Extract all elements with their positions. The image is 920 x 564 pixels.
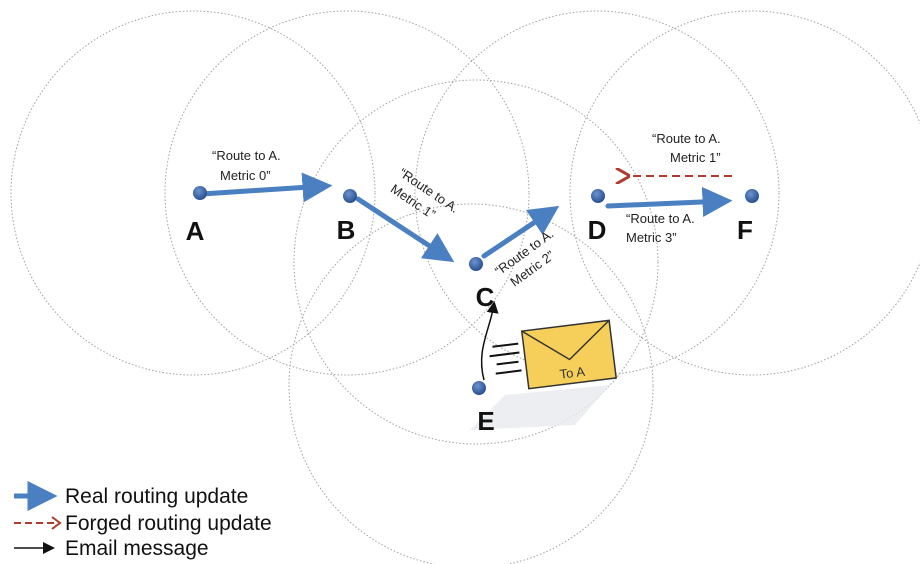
arrow-a-to-b (199, 172, 333, 203)
edge-label-a-to-b: “Route to A. Metric 0” (212, 148, 281, 183)
legend-item-email: Email message (14, 537, 209, 560)
edge-label-line: “Route to A. (626, 211, 695, 226)
node-a (193, 186, 207, 200)
edge-label-line: “Route to A. (212, 148, 281, 163)
node-label-e: E (477, 406, 494, 436)
node-label-b: B (337, 215, 356, 245)
real-routing-arrows (199, 172, 733, 263)
range-circle-f (569, 10, 920, 376)
node-f (745, 189, 759, 203)
legend-label-forged: Forged routing update (65, 512, 272, 535)
node-d (591, 189, 605, 203)
legend-item-forged: Forged routing update (14, 512, 272, 535)
arrow-b-to-c (355, 196, 455, 263)
edge-label-forged: “Route to A. Metric 1” (652, 131, 721, 165)
node-label-d: D (588, 215, 607, 245)
range-circle-c (293, 79, 659, 445)
arrow-c-to-d (481, 205, 560, 259)
range-circle-a (10, 10, 376, 376)
range-circle-b (164, 10, 530, 376)
nodes (193, 186, 759, 395)
legend-item-real: Real routing update (14, 481, 248, 511)
envelope-icon: To A (489, 319, 618, 390)
range-circle-d (414, 10, 780, 376)
node-e (472, 381, 486, 395)
envelope-label: To A (559, 364, 586, 382)
node-label-f: F (737, 215, 753, 245)
arrow-d-to-f (605, 186, 733, 217)
legend: Real routing update Forged routing updat… (14, 481, 272, 560)
envelope-shadow (470, 385, 610, 430)
node-c (469, 257, 483, 271)
node-label-c: C (476, 282, 495, 312)
edge-label-line: Metric 0” (220, 168, 271, 183)
edge-label-line: Metric 3” (626, 230, 677, 245)
range-circles (10, 10, 920, 564)
edge-label-c-to-d: “Route to A. Metric 2” (492, 226, 557, 290)
edge-label-line: Metric 1” (670, 150, 721, 165)
range-circle-e (288, 203, 654, 564)
legend-label-real: Real routing update (65, 485, 248, 508)
edge-label-b-to-c: “Route to A. Metric 1” (388, 165, 462, 222)
edge-label-line: “Route to A. (652, 131, 721, 146)
node-label-a: A (186, 216, 205, 246)
edge-label-d-to-f: “Route to A. Metric 3” (626, 211, 695, 245)
node-b (343, 189, 357, 203)
legend-label-email: Email message (65, 537, 209, 560)
arrow-email-e-to-c (480, 301, 499, 381)
